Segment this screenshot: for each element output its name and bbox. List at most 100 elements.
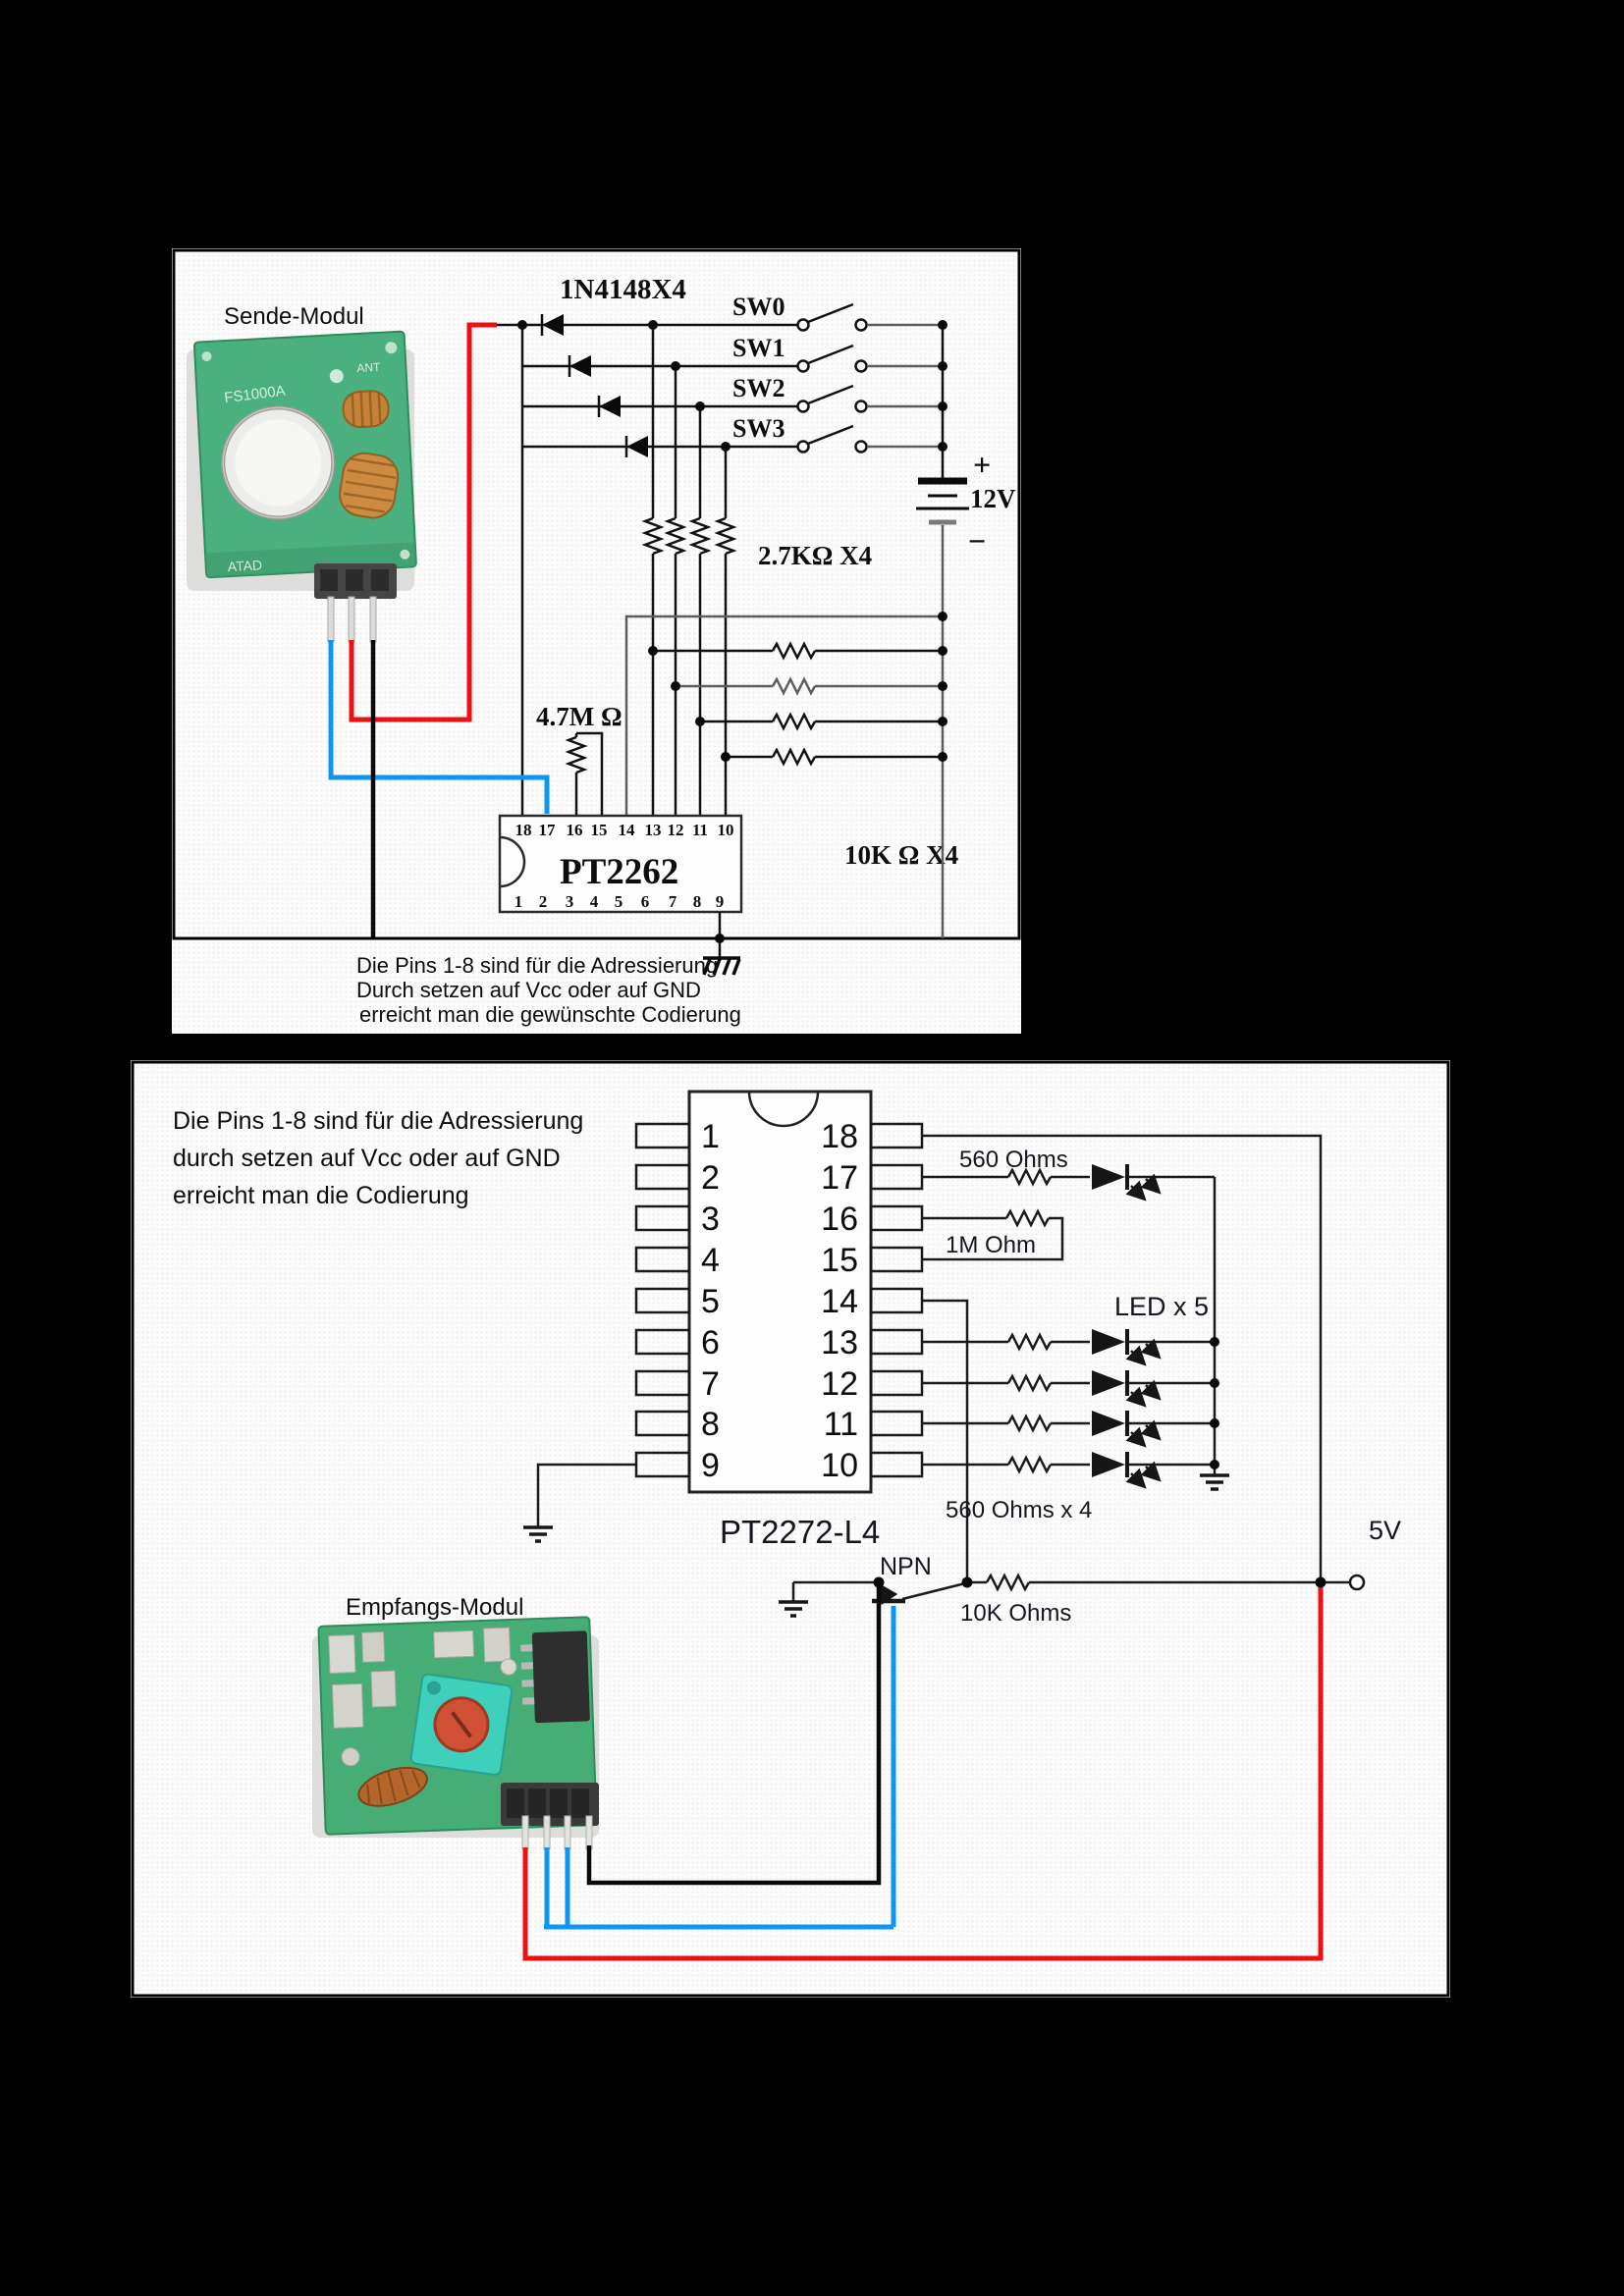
inductor-coil (357, 1766, 428, 1807)
ic-top-pin-numbers: 18 17 16 15 14 13 12 11 10 (515, 821, 734, 839)
svg-text:3: 3 (566, 892, 574, 911)
npn-transistor (779, 1580, 966, 1618)
resistor-1m-label: 1M Ohm (946, 1232, 1036, 1258)
pin17-led-branch (922, 1164, 1215, 1201)
resistor-10k-label: 10K Ohms (960, 1600, 1071, 1627)
data-wire-blue (544, 1606, 896, 1930)
svg-text:18: 18 (821, 1118, 858, 1155)
svg-text:16: 16 (567, 821, 583, 839)
svg-text:Die Pins 1-8 sind für die Adre: Die Pins 1-8 sind für die Adressierung (173, 1107, 583, 1135)
battery-minus: − (968, 523, 986, 559)
svg-text:10: 10 (718, 821, 734, 839)
svg-text:erreicht man die Codierung: erreicht man die Codierung (173, 1182, 469, 1209)
switch-label: SW0 (732, 293, 785, 321)
svg-text:15: 15 (591, 821, 608, 839)
switch-sw1: SW1 (732, 334, 943, 373)
svg-text:9: 9 (701, 1447, 720, 1484)
pullup-resistors-label: 2.7KΩ X4 (758, 541, 872, 570)
svg-text:4: 4 (590, 892, 599, 911)
osc-resistor-label: 4.7M Ω (536, 702, 623, 731)
schematic-border (172, 248, 1021, 940)
battery-12v: + 12V − (916, 325, 1016, 938)
ic-right-pin-boxes (869, 1122, 924, 1478)
svg-text:1: 1 (701, 1118, 720, 1155)
switch-sw2: SW2 (732, 374, 943, 413)
svg-text:6: 6 (701, 1324, 720, 1362)
battery-plus: + (973, 447, 991, 482)
svg-text:2: 2 (701, 1159, 720, 1197)
transmitter-schematic: 1N4148X4 Sende-Modul 2.7KΩ X4 4.7M Ω 10K… (172, 248, 1021, 1027)
supply-terminal (1348, 1574, 1366, 1591)
receiver-schematic: Die Pins 1-8 sind für die Adressierung d… (131, 1060, 1450, 1998)
receiver-panel: Die Pins 1-8 sind für die Adressierung d… (131, 1060, 1450, 1998)
module-pin (585, 1815, 593, 1850)
receiver-module-photo (312, 1616, 599, 1850)
switch-label: SW3 (732, 414, 785, 443)
inductor-coil (342, 390, 390, 428)
ic-pt2272: 1 2 3 4 5 6 7 8 9 18 17 16 15 14 13 12 1… (634, 1090, 924, 1550)
ic-notch (747, 1091, 820, 1128)
antenna-coil (339, 452, 400, 519)
vcc-wire-red (349, 322, 497, 722)
silk-atad: ATAD (227, 557, 262, 574)
module-pin (521, 1815, 529, 1850)
module-pin (327, 596, 335, 643)
svg-text:3: 3 (701, 1201, 720, 1238)
diode-1n4148 (568, 355, 591, 377)
pin14-wire (624, 614, 943, 816)
data-wire-blue (328, 640, 550, 814)
junction-dots (873, 1337, 1326, 1588)
ic-notch (499, 835, 526, 888)
module-label: Empfangs-Modul (346, 1594, 523, 1621)
address-note: Die Pins 1-8 sind für die Adressierung D… (356, 953, 741, 1027)
svg-text:8: 8 (701, 1406, 720, 1443)
switch-sw3: SW3 (732, 414, 943, 454)
svg-text:7: 7 (669, 892, 677, 911)
led-count-label: LED x 5 (1114, 1292, 1209, 1321)
npn-label: NPN (880, 1553, 932, 1580)
svg-text:12: 12 (668, 821, 684, 839)
diode-array-label: 1N4148X4 (560, 274, 686, 305)
ic-right-pin-numbers: 18 17 16 15 14 13 12 11 10 (821, 1118, 858, 1484)
junction-dots (517, 320, 947, 943)
svg-text:18: 18 (515, 821, 532, 839)
svg-text:14: 14 (619, 821, 636, 839)
supply-label: 5V (1369, 1516, 1401, 1545)
svg-text:4: 4 (701, 1242, 720, 1279)
transmitter-panel: 1N4148X4 Sende-Modul 2.7KΩ X4 4.7M Ω 10K… (172, 248, 1021, 1034)
data-led-branches (922, 1329, 1215, 1489)
ic-left-pin-numbers: 1 2 3 4 5 6 7 8 9 (701, 1118, 720, 1484)
svg-text:10: 10 (821, 1447, 858, 1484)
diode-1n4148 (624, 436, 648, 457)
module-pin (348, 596, 355, 643)
led-bus-ground (1200, 1177, 1229, 1491)
svg-text:14: 14 (821, 1283, 858, 1320)
ic-name: PT2262 (560, 852, 678, 892)
pin18-supply-wire (922, 1134, 1323, 1580)
svg-text:Durch setzen auf Vcc oder auf: Durch setzen auf Vcc oder auf GND (356, 978, 701, 1002)
base-resistor-10k (967, 1573, 1366, 1592)
ic-bottom-pin-numbers: 1 2 3 4 5 6 7 8 9 (514, 892, 725, 911)
svg-text:8: 8 (693, 892, 702, 911)
silk-ant: ANT (356, 360, 381, 375)
osc-resistor-1m (922, 1208, 1064, 1261)
switch-sw0: SW0 (732, 293, 943, 332)
svg-text:17: 17 (821, 1159, 858, 1197)
svg-text:11: 11 (824, 1406, 858, 1443)
module-pin (543, 1815, 551, 1850)
svg-text:13: 13 (821, 1324, 858, 1362)
module-label: Sende-Modul (224, 303, 364, 330)
svg-text:16: 16 (821, 1201, 858, 1238)
svg-text:15: 15 (821, 1242, 858, 1279)
svg-text:Die Pins 1-8 sind für die Adre: Die Pins 1-8 sind für die Adressierung (356, 953, 718, 978)
svg-text:durch setzen auf Vcc oder auf: durch setzen auf Vcc oder auf GND (173, 1145, 561, 1172)
svg-text:11: 11 (692, 821, 708, 839)
diode-ladder (497, 314, 797, 816)
resistor-560-label: 560 Ohms (959, 1147, 1068, 1173)
diode-1n4148 (597, 396, 621, 417)
svg-text:17: 17 (539, 821, 557, 839)
svg-text:1: 1 (514, 892, 523, 911)
svg-text:12: 12 (821, 1365, 858, 1403)
svg-text:5: 5 (615, 892, 623, 911)
diode-1n4148 (540, 314, 564, 336)
